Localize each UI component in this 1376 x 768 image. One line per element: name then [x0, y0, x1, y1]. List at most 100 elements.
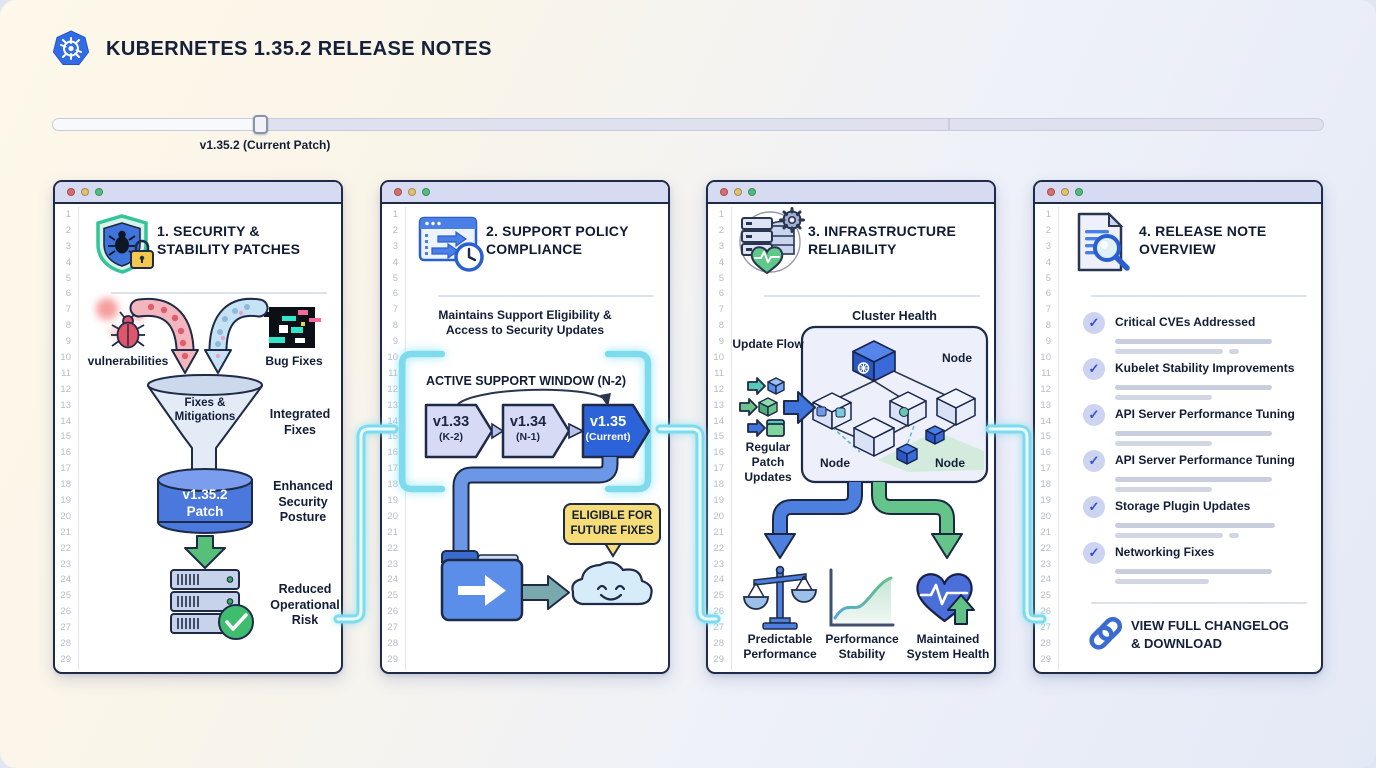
version-chevron-1	[424, 403, 494, 459]
panel-title: 2. SUPPORT POLICY COMPLIANCE	[486, 223, 629, 258]
update-arrow	[783, 391, 816, 424]
reduced-risk-label: Reduced Operational Risk	[270, 582, 340, 628]
close-dot[interactable]	[720, 188, 728, 196]
panel-title: 4. RELEASE NOTE OVERVIEW	[1139, 223, 1267, 258]
changelog-link-icon	[1089, 616, 1123, 650]
document-search-icon	[1077, 211, 1130, 272]
update-flow-icons	[739, 377, 785, 437]
panel-title: 3. INFRASTRUCTURE RELIABILITY	[808, 223, 957, 258]
slider-tick	[948, 119, 950, 130]
page-title: KUBERNETES 1.35.2 RELEASE NOTES	[106, 37, 492, 60]
divider	[1091, 295, 1307, 297]
support-window-bracket	[398, 350, 652, 493]
active-window-title: ACTIVE SUPPORT WINDOW (N-2)	[426, 374, 626, 388]
funnel-shape	[147, 374, 263, 473]
checklist-label: Kubelet Stability Improvements	[1115, 361, 1295, 375]
close-dot[interactable]	[1047, 188, 1055, 196]
node-label: Node	[942, 351, 972, 365]
chevron-connector	[568, 422, 585, 440]
node-label: Node	[935, 456, 965, 470]
view-changelog-link[interactable]: VIEW FULL CHANGELOG & DOWNLOAD	[1131, 618, 1289, 651]
panel-title: 1. SECURITY & STABILITY PATCHES	[157, 223, 301, 258]
health-heart-icon	[750, 246, 784, 275]
slider-fill	[53, 119, 261, 130]
slider-handle[interactable]	[253, 115, 268, 134]
infra-servers-gear-heart-icon	[739, 207, 805, 275]
check-icon: ✓	[1083, 404, 1105, 426]
maximize-dot[interactable]	[1075, 188, 1083, 196]
divider	[764, 295, 980, 297]
security-funnel-diagram	[96, 214, 321, 640]
checklist-label: Storage Plugin Updates	[1115, 499, 1251, 513]
pod-cube	[896, 443, 918, 465]
maximize-dot[interactable]	[95, 188, 103, 196]
minimize-dot[interactable]	[1061, 188, 1069, 196]
window-titlebar	[55, 182, 341, 204]
enhanced-posture-label: Enhanced Security Posture	[273, 479, 333, 525]
update-flow-label: Update Flow	[732, 337, 804, 351]
close-dot[interactable]	[67, 188, 75, 196]
transfer-arrow	[521, 575, 570, 610]
cloud-smiley-icon	[571, 561, 653, 606]
glitch-pixels-icon	[264, 307, 321, 348]
outcome-label-stability: Performance Stability	[825, 632, 899, 661]
overview-icons	[1077, 211, 1130, 650]
gear-icon	[779, 207, 805, 233]
patch-cylinder	[157, 468, 253, 534]
subtitle: Maintains Support Eligibility & Access t…	[438, 308, 612, 337]
eligible-bubble: ELIGIBLE FOR FUTURE FIXES	[563, 503, 661, 545]
minimize-dot[interactable]	[81, 188, 89, 196]
pod-cube	[925, 425, 945, 445]
maximize-dot[interactable]	[748, 188, 756, 196]
patch-cylinder-label: v1.35.2 Patch	[182, 487, 228, 519]
page-header: KUBERNETES 1.35.2 RELEASE NOTES	[52, 30, 492, 68]
version-label-133: v1.33(K-2)	[432, 414, 470, 444]
vulnerabilities-arrow	[129, 297, 199, 374]
regular-updates-label: Regular Patch Updates	[744, 440, 792, 484]
integrated-fixes-label: Integrated Fixes	[269, 407, 331, 437]
divider	[1091, 602, 1307, 604]
version-slider[interactable]	[52, 115, 1324, 134]
window-titlebar	[382, 182, 668, 204]
node-cube	[853, 417, 895, 457]
checklist-label: API Server Performance Tuning	[1115, 407, 1295, 421]
check-icon: ✓	[1083, 450, 1105, 472]
vulnerabilities-label: vulnerabilities	[87, 354, 169, 368]
node-cube	[812, 392, 852, 430]
support-window-diagram	[398, 216, 653, 622]
system-health-heart-icon	[916, 573, 975, 625]
check-icon: ✓	[1083, 358, 1105, 380]
chevron-connector	[491, 422, 505, 440]
node-cube	[936, 388, 976, 426]
minimize-dot[interactable]	[408, 188, 416, 196]
folder-icon	[440, 550, 524, 622]
shield-bug-lock-icon	[96, 214, 154, 274]
version-chevron-2	[501, 403, 571, 459]
check-badge-icon	[218, 604, 254, 640]
outcome-label-health: Maintained System Health	[906, 632, 990, 661]
maximize-dot[interactable]	[422, 188, 430, 196]
check-icon: ✓	[1083, 496, 1105, 518]
funnel-label: Fixes & Mitigations	[174, 397, 236, 424]
checklist-label: Networking Fixes	[1115, 545, 1215, 559]
down-arrow-icon	[184, 535, 226, 569]
version-chevron-current	[581, 403, 651, 459]
stability-chart-icon	[829, 568, 895, 627]
balance-scale-icon	[743, 565, 817, 630]
close-dot[interactable]	[394, 188, 402, 196]
flow-pipe	[452, 455, 619, 556]
bug-fixes-label: Bug Fixes	[265, 354, 323, 368]
version-label-135-current: v1.35(Current)	[585, 414, 631, 444]
checklist-label: Critical CVEs Addressed	[1115, 315, 1256, 329]
checklist-label: API Server Performance Tuning	[1115, 453, 1295, 467]
minimize-dot[interactable]	[734, 188, 742, 196]
window-titlebar	[1035, 182, 1321, 204]
check-icon: ✓	[1083, 312, 1105, 334]
outcome-pipes	[764, 482, 963, 559]
window-titlebar	[708, 182, 994, 204]
kubernetes-control-cube	[852, 340, 896, 382]
